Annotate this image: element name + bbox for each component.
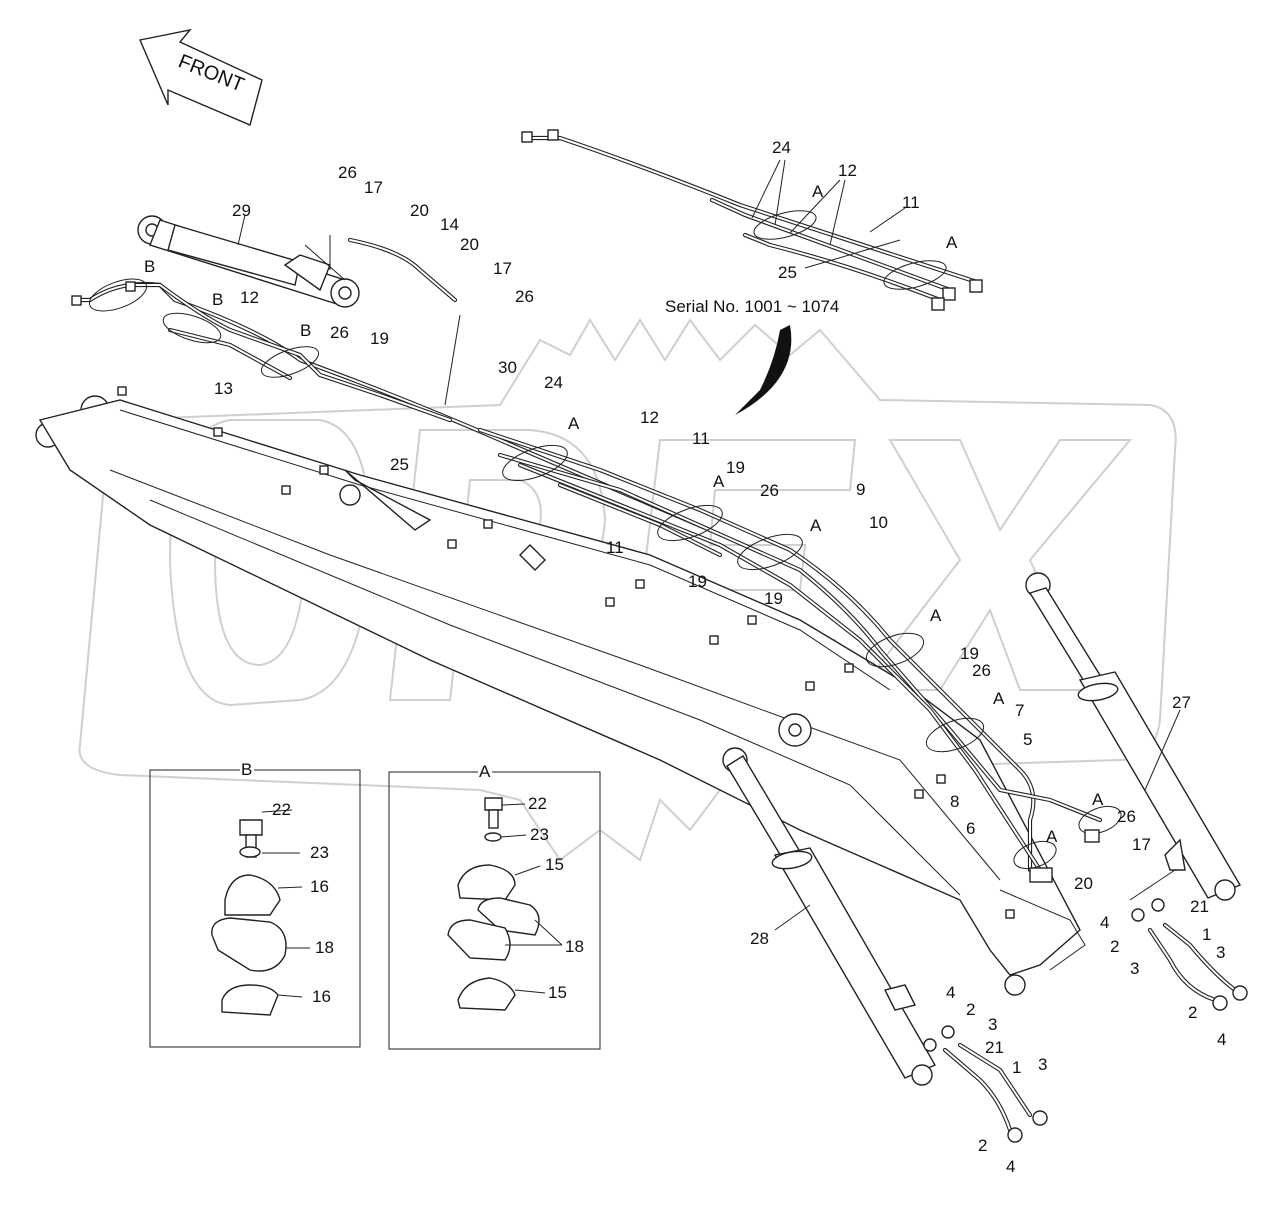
callout-14: 14 bbox=[440, 215, 459, 234]
callout-26: 26 bbox=[1117, 807, 1136, 826]
front-arrow: FRONT bbox=[139, 28, 263, 126]
callout-3: 3 bbox=[1038, 1055, 1047, 1074]
callout-11: 11 bbox=[902, 193, 920, 212]
callout-17: 17 bbox=[493, 259, 512, 278]
callout-13: 13 bbox=[214, 379, 233, 398]
detail-view-a-title: A bbox=[479, 762, 491, 781]
callout-19: 19 bbox=[764, 589, 783, 608]
callout-7: 7 bbox=[1015, 701, 1024, 720]
callout-a: A bbox=[713, 472, 725, 491]
detail-a-callout-22: 22 bbox=[528, 794, 547, 813]
upper-left-hoses bbox=[71, 235, 713, 533]
detail-view-b: B 22 23 16 18 16 bbox=[149, 760, 361, 1048]
callout-b: B bbox=[300, 321, 311, 340]
callout-6: 6 bbox=[966, 819, 975, 838]
detail-a-callout-15a: 15 bbox=[545, 855, 564, 874]
callout-25: 25 bbox=[390, 455, 409, 474]
callout-12: 12 bbox=[240, 288, 259, 307]
callout-20: 20 bbox=[410, 201, 429, 220]
cylinder-27 bbox=[1025, 572, 1242, 901]
detail-a-callout-15b: 15 bbox=[548, 983, 567, 1002]
callout-4: 4 bbox=[1006, 1157, 1015, 1176]
callout-17: 17 bbox=[1132, 835, 1151, 854]
callout-19: 19 bbox=[726, 458, 745, 477]
callout-30: 30 bbox=[498, 358, 517, 377]
callout-a: A bbox=[568, 414, 580, 433]
callout-1: 1 bbox=[1202, 925, 1211, 944]
callout-b: B bbox=[144, 257, 155, 276]
callout-1: 1 bbox=[1012, 1058, 1021, 1077]
callout-4: 4 bbox=[1100, 913, 1109, 932]
boom bbox=[35, 386, 1086, 996]
callout-28: 28 bbox=[750, 929, 769, 948]
detail-view-a: A 22 23 15 18 15 bbox=[388, 760, 601, 1050]
callout-11: 11 bbox=[606, 538, 624, 557]
detail-a-callout-23: 23 bbox=[530, 825, 549, 844]
callout-4: 4 bbox=[946, 983, 955, 1002]
detail-b-callout-23: 23 bbox=[310, 843, 329, 862]
callout-a: A bbox=[812, 182, 824, 201]
callout-11: 11 bbox=[692, 429, 710, 448]
callout-24: 24 bbox=[544, 373, 563, 392]
callout-20: 20 bbox=[460, 235, 479, 254]
callout-2: 2 bbox=[966, 1000, 975, 1019]
detail-a-callout-18: 18 bbox=[565, 937, 584, 956]
callout-19: 19 bbox=[960, 644, 979, 663]
detail-b-callout-22: 22 bbox=[272, 800, 291, 819]
callout-9: 9 bbox=[856, 480, 865, 499]
upper-pipe-set bbox=[521, 129, 983, 311]
callout-3: 3 bbox=[1130, 959, 1139, 978]
callout-29: 29 bbox=[232, 201, 251, 220]
callout-5: 5 bbox=[1023, 730, 1032, 749]
callout-3: 3 bbox=[988, 1015, 997, 1034]
callout-2: 2 bbox=[1110, 937, 1119, 956]
detail-view-b-title: B bbox=[241, 760, 252, 779]
callout-21: 21 bbox=[1190, 897, 1209, 916]
cylinder-hoses bbox=[923, 869, 1248, 1143]
callout-3: 3 bbox=[1216, 943, 1225, 962]
callout-10: 10 bbox=[869, 513, 888, 532]
callout-b: B bbox=[212, 290, 223, 309]
callout-2: 2 bbox=[1188, 1003, 1197, 1022]
detail-b-callout-16a: 16 bbox=[310, 877, 329, 896]
callout-a: A bbox=[1092, 790, 1104, 809]
callout-26: 26 bbox=[760, 481, 779, 500]
callout-26: 26 bbox=[515, 287, 534, 306]
serial-note: Serial No. 1001 ~ 1074 bbox=[665, 297, 839, 316]
callout-a: A bbox=[930, 606, 942, 625]
callout-8: 8 bbox=[950, 792, 959, 811]
cylinder-28 bbox=[722, 747, 936, 1086]
callout-a: A bbox=[810, 516, 822, 535]
callout-24: 24 bbox=[772, 138, 791, 157]
callout-a: A bbox=[993, 689, 1005, 708]
detail-b-callout-18: 18 bbox=[315, 938, 334, 957]
callout-26: 26 bbox=[330, 323, 349, 342]
callout-19: 19 bbox=[688, 572, 707, 591]
callout-12: 12 bbox=[640, 408, 659, 427]
callout-26: 26 bbox=[972, 661, 991, 680]
callout-26: 26 bbox=[338, 163, 357, 182]
cylinder-29 bbox=[137, 214, 360, 308]
callout-20: 20 bbox=[1074, 874, 1093, 893]
callout-27: 27 bbox=[1172, 693, 1191, 712]
callout-12: 12 bbox=[838, 161, 857, 180]
callout-2: 2 bbox=[978, 1136, 987, 1155]
callout-17: 17 bbox=[364, 178, 383, 197]
serial-curve-arrow bbox=[735, 325, 792, 415]
detail-b-callout-16b: 16 bbox=[312, 987, 331, 1006]
callout-4: 4 bbox=[1217, 1030, 1226, 1049]
boom-hoses bbox=[477, 427, 1122, 883]
callout-a: A bbox=[946, 233, 958, 252]
callout-21: 21 bbox=[985, 1038, 1004, 1057]
callout-19: 19 bbox=[370, 329, 389, 348]
callout-25: 25 bbox=[778, 263, 797, 282]
callout-a: A bbox=[1046, 827, 1058, 846]
